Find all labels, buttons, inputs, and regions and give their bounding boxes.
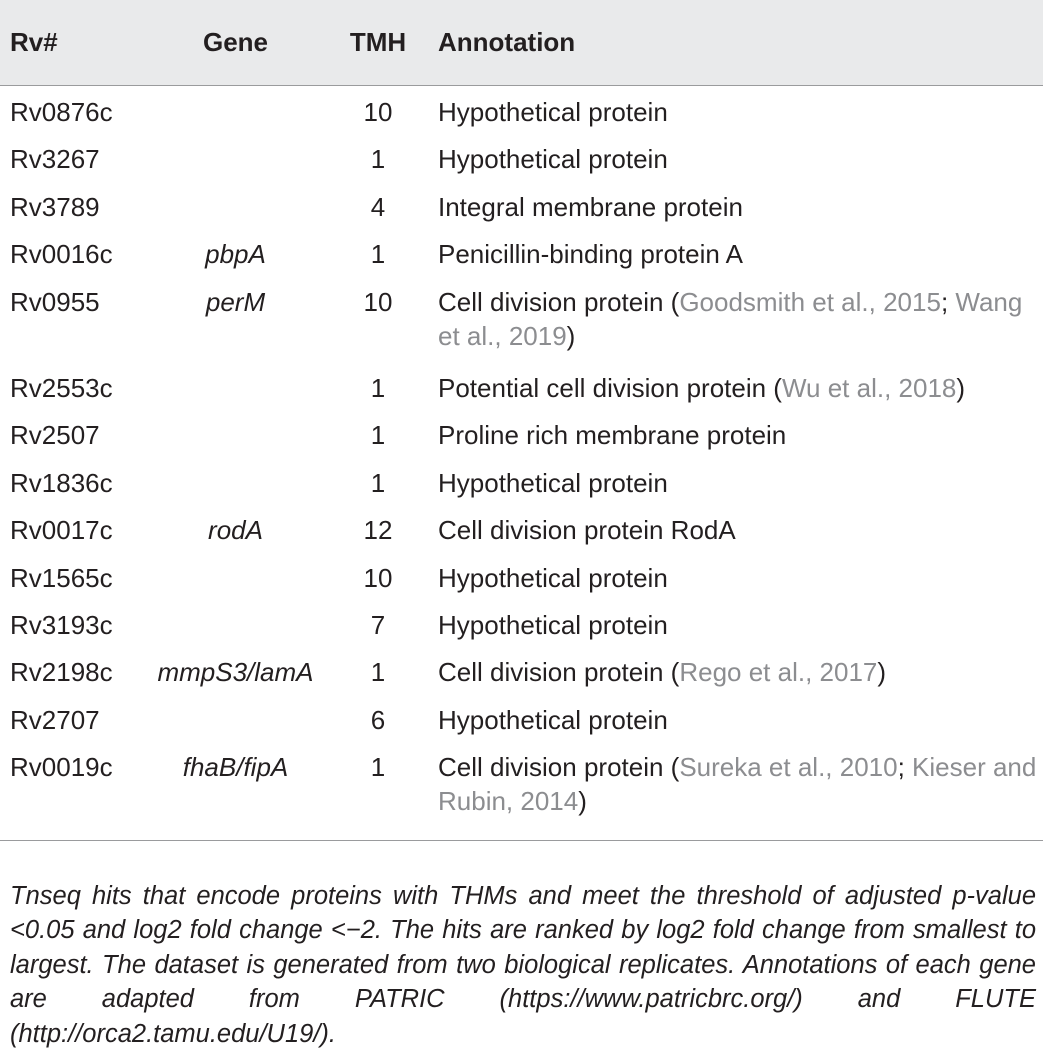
cell-rv: Rv3193c [10, 610, 113, 640]
cell-rv: Rv2553c [10, 373, 113, 403]
cell-tmh: 1 [342, 752, 414, 782]
header-rv: Rv# [10, 27, 58, 57]
cell-annotation: Hypothetical protein [438, 561, 1038, 595]
cell-rv: Rv3267 [10, 144, 100, 174]
table-caption: Tnseq hits that encode proteins with THM… [10, 879, 1036, 1051]
cell-tmh: 1 [342, 373, 414, 403]
cell-tmh: 1 [342, 239, 414, 269]
annotation-text: ; [941, 287, 955, 317]
cell-rv: Rv0016c [10, 239, 113, 269]
cell-gene: pbpA [148, 239, 323, 269]
cell-annotation: Penicillin-binding protein A [438, 237, 1038, 271]
reference-link[interactable]: Sureka et al., 2010 [679, 752, 897, 782]
cell-rv: Rv0019c [10, 752, 113, 782]
cell-annotation: Hypothetical protein [438, 466, 1038, 500]
cell-gene: perM [148, 287, 323, 317]
cell-annotation: Proline rich membrane protein [438, 418, 1038, 452]
header-rule [0, 85, 1043, 86]
annotation-text: Hypothetical protein [438, 563, 668, 593]
cell-rv: Rv2707 [10, 705, 100, 735]
cell-tmh: 1 [342, 657, 414, 687]
cell-rv: Rv2198c [10, 657, 113, 687]
cell-tmh: 10 [342, 563, 414, 593]
cell-rv: Rv1565c [10, 563, 113, 593]
annotation-text: Penicillin-binding protein A [438, 239, 743, 269]
annotation-text: Potential cell division protein ( [438, 373, 782, 403]
header-tmh: TMH [342, 27, 414, 57]
annotation-text: ) [567, 321, 576, 351]
cell-gene: rodA [148, 515, 323, 545]
cell-annotation: Hypothetical protein [438, 142, 1038, 176]
reference-link[interactable]: Rego et al., 2017 [679, 657, 877, 687]
cell-tmh: 10 [342, 97, 414, 127]
cell-tmh: 6 [342, 705, 414, 735]
cell-rv: Rv0017c [10, 515, 113, 545]
cell-rv: Rv1836c [10, 468, 113, 498]
header-gene: Gene [148, 27, 323, 57]
cell-annotation: Integral membrane protein [438, 190, 1038, 224]
cell-annotation: Cell division protein (Sureka et al., 20… [438, 750, 1038, 818]
cell-tmh: 4 [342, 192, 414, 222]
cell-annotation: Potential cell division protein (Wu et a… [438, 371, 1038, 405]
annotation-text: Cell division protein ( [438, 657, 679, 687]
cell-annotation: Hypothetical protein [438, 608, 1038, 642]
annotation-text: Proline rich membrane protein [438, 420, 786, 450]
annotation-text: ) [578, 786, 587, 816]
annotation-text: Hypothetical protein [438, 610, 668, 640]
annotation-text: Hypothetical protein [438, 468, 668, 498]
cell-tmh: 1 [342, 144, 414, 174]
annotation-text: Cell division protein RodA [438, 515, 736, 545]
annotation-text: ) [956, 373, 965, 403]
annotation-text: Cell division protein ( [438, 287, 679, 317]
annotation-text: ) [877, 657, 886, 687]
cell-annotation: Hypothetical protein [438, 703, 1038, 737]
cell-gene: mmpS3/lamA [148, 657, 323, 687]
cell-rv: Rv0876c [10, 97, 113, 127]
cell-tmh: 12 [342, 515, 414, 545]
bottom-rule [0, 840, 1043, 841]
header-annotation: Annotation [438, 27, 1038, 57]
cell-rv: Rv0955 [10, 287, 100, 317]
cell-rv: Rv3789 [10, 192, 100, 222]
annotation-text: Integral membrane protein [438, 192, 743, 222]
cell-tmh: 7 [342, 610, 414, 640]
annotation-text: ; [898, 752, 912, 782]
cell-tmh: 10 [342, 287, 414, 317]
annotation-text: Hypothetical protein [438, 97, 668, 127]
cell-tmh: 1 [342, 420, 414, 450]
cell-annotation: Hypothetical protein [438, 95, 1038, 129]
annotation-text: Hypothetical protein [438, 144, 668, 174]
cell-rv: Rv2507 [10, 420, 100, 450]
cell-annotation: Cell division protein RodA [438, 513, 1038, 547]
cell-gene: fhaB/fipA [148, 752, 323, 782]
reference-link[interactable]: Wu et al., 2018 [782, 373, 956, 403]
cell-annotation: Cell division protein (Goodsmith et al.,… [438, 285, 1038, 353]
reference-link[interactable]: Goodsmith et al., 2015 [679, 287, 941, 317]
cell-tmh: 1 [342, 468, 414, 498]
annotation-text: Hypothetical protein [438, 705, 668, 735]
annotation-text: Cell division protein ( [438, 752, 679, 782]
cell-annotation: Cell division protein (Rego et al., 2017… [438, 655, 1038, 689]
